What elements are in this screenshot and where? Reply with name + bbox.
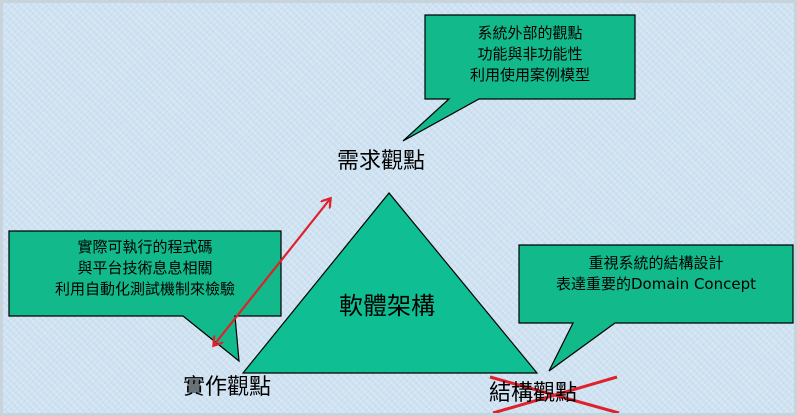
software-architecture-label: 軟體架構 xyxy=(339,292,435,320)
callout-line: 實際可執行的程式碼 xyxy=(77,238,213,256)
requirements-callout-text: 系統外部的觀點 功能與非功能性 利用使用案例模型 xyxy=(425,23,635,86)
callout-line: 利用使用案例模型 xyxy=(469,66,590,84)
cross-out-line-2 xyxy=(492,375,618,413)
callout-line: 表達重要的Domain Concept xyxy=(555,275,756,293)
implementation-callout-text: 實際可執行的程式碼 與平台技術息息相關 利用自動化測試機制來檢驗 xyxy=(9,237,281,300)
structure-callout-text: 重視系統的結構設計 表達重要的Domain Concept xyxy=(519,253,793,295)
callout-line: 功能與非功能性 xyxy=(477,45,583,63)
callout-line: 與平台技術息息相關 xyxy=(77,259,213,277)
requirements-view-label: 需求觀點 xyxy=(337,149,426,174)
architecture-triangle xyxy=(241,192,539,374)
callout-line: 系統外部的觀點 xyxy=(477,24,583,42)
diagram-graphics xyxy=(8,14,794,413)
structure-callout-shape xyxy=(518,244,794,372)
implementation-view-label: 實作觀點 xyxy=(183,375,272,400)
callout-line: 利用自動化測試機制來檢驗 xyxy=(54,280,235,298)
requirements-callout-shape xyxy=(402,14,636,142)
relation-arrow xyxy=(214,199,330,345)
callout-line: 重視系統的結構設計 xyxy=(588,254,724,272)
structure-view-label: 結構觀點 xyxy=(489,381,578,406)
